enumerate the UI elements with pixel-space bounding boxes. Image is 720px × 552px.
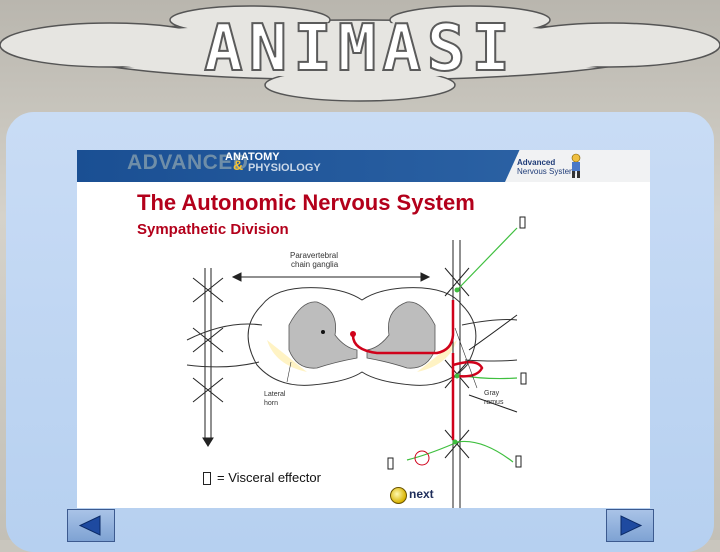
- brand-ampersand: &: [233, 157, 244, 173]
- ramus-label: ramus: [484, 399, 504, 406]
- sympathetic-pathway-diagram: [186, 216, 527, 508]
- play-circle-icon: [390, 487, 407, 504]
- slide-subtitle: Sympathetic Division: [137, 221, 289, 238]
- paravertebral-label: Paravertebral: [290, 251, 339, 260]
- brand-physiology: PHYSIOLOGY: [248, 162, 321, 174]
- next-label: next: [409, 487, 434, 501]
- brand-anatomy: ANATOMY: [225, 151, 280, 163]
- animation-slide: ADVANCED ANATOMY & PHYSIOLOGY Advanced N…: [77, 150, 650, 508]
- slide-title: The Autonomic Nervous System: [137, 190, 475, 215]
- triangle-right-icon: [620, 515, 643, 536]
- triangle-left-icon: [78, 515, 101, 536]
- page-title: ANIMASI: [203, 11, 516, 87]
- effector-legend-icon: [203, 472, 211, 485]
- product-name-line1: Advanced: [517, 158, 556, 167]
- horn-label: horn: [264, 400, 279, 407]
- lateral-label: Lateral: [264, 391, 286, 398]
- gray-label: Gray: [484, 390, 500, 397]
- red-pathway: [351, 300, 484, 440]
- next-slide-button[interactable]: [606, 509, 654, 542]
- ganglion-circle: [414, 450, 430, 466]
- spinal-cord-section: [186, 287, 518, 386]
- anatomy-figure-icon: [571, 153, 581, 178]
- span-arrow: [231, 272, 431, 282]
- synapse-dots: [452, 287, 460, 445]
- left-chain-line: [192, 268, 224, 447]
- effector-boxes: [387, 216, 527, 470]
- title-cloud: [0, 5, 720, 102]
- neuron-body: [350, 331, 356, 337]
- legend-text: = Visceral effector: [217, 470, 321, 485]
- chain-ganglia-label: chain ganglia: [291, 260, 339, 269]
- previous-slide-button[interactable]: [67, 509, 115, 542]
- product-name-line2: Nervous System: [517, 167, 576, 176]
- brand-advanced: ADVANCED: [127, 151, 249, 174]
